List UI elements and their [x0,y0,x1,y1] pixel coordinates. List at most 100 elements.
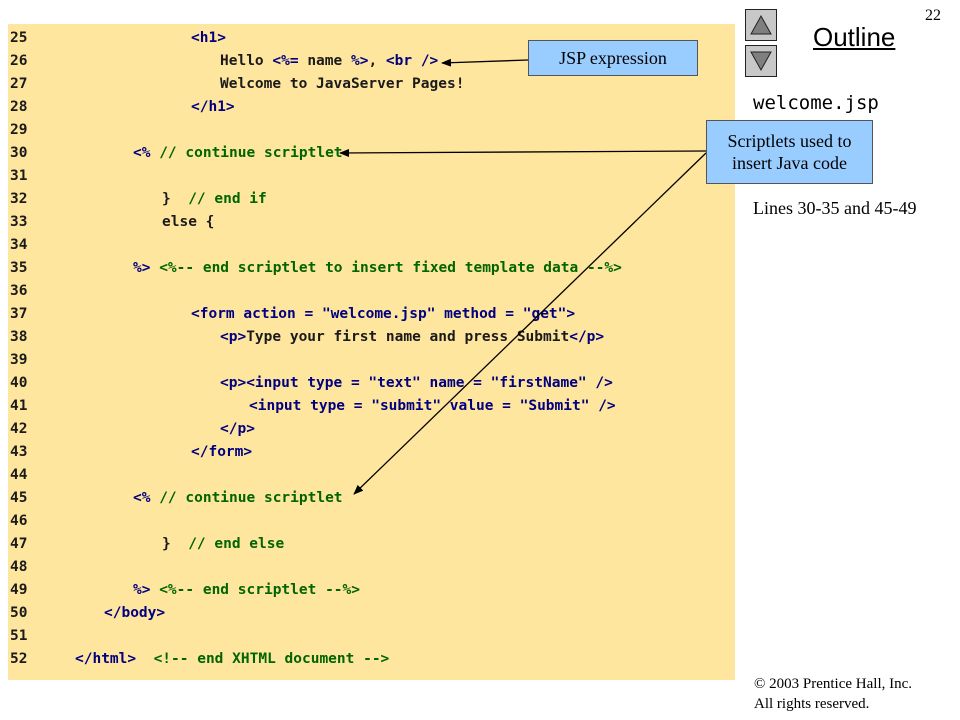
next-slide-button[interactable] [745,45,777,77]
scriptlets-callout: Scriptlets used to insert Java code [706,120,873,184]
code-token: , [368,53,386,69]
code-token: Type your first name and press Submit [246,329,570,345]
line-number: 50 [10,605,28,621]
file-name: welcome.jsp [753,92,879,114]
code-line: 40 <p><input type = "text" name = "firstN… [8,372,735,395]
code-text: </body> [104,602,165,625]
code-listing: 25<h1> 26 Hello <%= name %>, <br /> 27 Welco… [8,24,735,680]
code-token: Welcome to JavaServer Pages! [220,76,465,92]
code-line: 27 Welcome to JavaServer Pages! [8,73,735,96]
code-line: 28 </h1> [8,96,735,119]
code-line: 50 </body> [8,602,735,625]
code-token: <h1> [191,30,226,46]
code-token: <% [133,145,160,161]
code-token: <p><input type = "text" name = "firstNam… [220,375,613,391]
line-number: 46 [10,513,28,529]
code-line: 43</form> [8,441,735,464]
line-number: 42 [10,421,28,437]
code-text: <p><input type = "text" name = "firstNam… [220,372,613,395]
code-token: %> [133,582,160,598]
line-number: 37 [10,306,28,322]
line-number: 28 [10,99,28,115]
code-token: <!-- end XHTML document --> [153,651,390,667]
code-token: } [162,536,189,552]
code-text: else { [162,211,214,234]
code-line: 42 </p> [8,418,735,441]
copyright: © 2003 Prentice Hall, Inc. All rights re… [754,674,912,714]
code-token: %> [133,260,160,276]
code-line: 52 </html> <!-- end XHTML document --> [8,648,735,671]
code-token: // end else [188,536,285,552]
line-number: 40 [10,375,28,391]
code-line: 44 [8,464,735,487]
code-text: <h1> [191,27,226,50]
line-number: 26 [10,53,28,69]
code-line: 25<h1> [8,27,735,50]
code-token: <p> [220,329,247,345]
code-line: 48 [8,556,735,579]
code-line: 29 [8,119,735,142]
code-line: 49 %> <%-- end scriptlet --%> [8,579,735,602]
triangle-down-icon [750,51,772,72]
line-number: 52 [10,651,28,667]
code-line: 37 <form action = "welcome.jsp" method = … [8,303,735,326]
code-token: </html> [75,651,137,667]
code-line: 41 <input type = "submit" value = "Submit… [8,395,735,418]
lines-note: Lines 30-35 and 45-49 [753,198,917,218]
page-number: 22 [925,7,941,24]
line-number: 36 [10,283,28,299]
code-text: %> <%-- end scriptlet --%> [133,579,360,602]
line-number: 30 [10,145,28,161]
code-text: } // end else [162,533,284,556]
code-line: 45<% // continue scriptlet [8,487,735,510]
code-text: </html> <!-- end XHTML document --> [75,648,389,671]
code-token: // continue scriptlet [159,145,343,161]
line-number: 48 [10,559,28,575]
code-text: <form action = "welcome.jsp" method = "g… [191,303,575,326]
code-line: 47} // end else [8,533,735,556]
line-number: 27 [10,76,28,92]
code-token: // end if [188,191,267,207]
code-text: Hello <%= name %>, <br /> [220,50,438,73]
code-token: <%-- end scriptlet to insert fixed templ… [159,260,622,276]
code-line: 38 <p>Type your first name and press Subm… [8,326,735,349]
code-token: <br /> [385,53,439,69]
code-text: </h1> [191,96,235,119]
line-number: 44 [10,467,28,483]
code-token: <form action = "welcome.jsp" method = "g… [191,306,576,322]
code-line: 33 else { [8,211,735,234]
copyright-line1: © 2003 Prentice Hall, Inc. [754,676,913,692]
line-number: 33 [10,214,28,230]
jsp-expression-callout: JSP expression [528,40,698,76]
line-number: 34 [10,237,28,253]
previous-slide-button[interactable] [745,9,777,41]
code-line: 46 [8,510,735,533]
code-text: <p>Type your first name and press Submit… [220,326,604,349]
line-number: 31 [10,168,28,184]
code-token: Hello [220,53,273,69]
code-token: <%= [272,53,308,69]
line-number: 41 [10,398,28,414]
code-text: Welcome to JavaServer Pages! [220,73,464,96]
code-line: 26 Hello <%= name %>, <br /> [8,50,735,73]
outline-title[interactable]: Outline [813,22,896,52]
code-token: </h1> [191,99,235,115]
scriptlets-callout-line2: insert Java code [732,153,847,173]
line-number: 29 [10,122,28,138]
code-line: 51 [8,625,735,648]
code-token [136,651,153,667]
line-number: 38 [10,329,28,345]
code-line: 34 [8,234,735,257]
line-number: 39 [10,352,28,368]
code-token: } [162,191,189,207]
code-token: <%-- end scriptlet --%> [159,582,360,598]
code-text: <input type = "submit" value = "Submit" … [249,395,616,418]
line-number: 32 [10,191,28,207]
line-number: 35 [10,260,28,276]
scriptlets-callout-line1: Scriptlets used to [727,131,852,151]
line-number: 43 [10,444,28,460]
code-token: // continue scriptlet [159,490,343,506]
code-token: </p> [220,421,255,437]
line-number: 49 [10,582,28,598]
code-line: 39 [8,349,735,372]
